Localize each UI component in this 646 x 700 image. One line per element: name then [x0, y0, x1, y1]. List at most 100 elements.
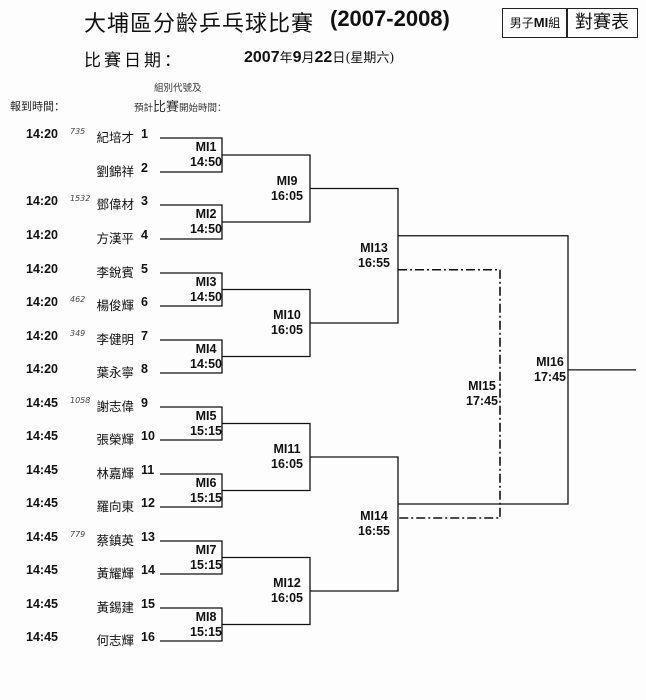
handwritten-note: 735 — [70, 127, 86, 136]
category-code: MI — [533, 15, 549, 30]
player-name: 李銳賓 — [96, 265, 134, 280]
player-seed: 12 — [141, 496, 155, 510]
match-time: 14:50 — [190, 155, 222, 169]
match-code: MI6 — [195, 475, 217, 490]
match-code: MI12 — [273, 576, 301, 590]
player-name: 謝志偉 — [96, 399, 134, 414]
player-seed: 6 — [141, 295, 148, 309]
player-name: 黃耀輝 — [96, 566, 134, 581]
match-time: 16:05 — [271, 591, 303, 605]
player-seed: 3 — [141, 194, 148, 208]
handwritten-note: 462 — [70, 295, 86, 304]
report-time: 14:45 — [26, 396, 58, 410]
player-seed: 15 — [141, 597, 155, 611]
player-name: 葉永寧 — [96, 365, 134, 380]
player-name: 楊俊輝 — [96, 298, 134, 313]
player-name: 羅向東 — [96, 499, 134, 514]
match-code: MI4 — [195, 341, 217, 356]
player-name: 林嘉輝 — [96, 466, 134, 481]
report-time-label: 報到時間： — [10, 100, 65, 113]
note-prefix: 預計 — [134, 103, 154, 114]
report-time: 14:45 — [26, 563, 58, 577]
player-name: 何志輝 — [96, 633, 134, 648]
player-seed: 16 — [141, 630, 155, 644]
player-name: 蔡鎮英 — [96, 533, 134, 548]
player-seed: 9 — [141, 396, 148, 410]
report-time: 14:20 — [26, 329, 58, 343]
report-time: 14:45 — [26, 597, 58, 611]
match-code: MI8 — [195, 609, 217, 624]
match-time: 15:15 — [190, 490, 222, 505]
report-time: 14:20 — [26, 295, 58, 309]
date-label: 比賽日期： — [84, 51, 184, 71]
match-code: MI16 — [536, 354, 564, 369]
date-year: 2007 — [244, 49, 280, 66]
report-time: 14:20 — [26, 127, 58, 141]
match-time: 14:50 — [190, 356, 222, 371]
match-code: MI14 — [360, 509, 388, 523]
match-time: 16:05 — [271, 457, 303, 471]
player-name: 方漢平 — [96, 231, 134, 246]
match-date: 2007年9月22日(星期六) — [244, 47, 395, 67]
report-time: 14:45 — [26, 463, 58, 477]
report-time: 14:20 — [26, 362, 58, 376]
match-code: MI1 — [195, 140, 217, 154]
player-seed: 14 — [141, 563, 155, 577]
handwritten-note: 779 — [70, 530, 86, 539]
match-code: MI11 — [273, 442, 301, 456]
note-group-code: 組別代號及 — [154, 83, 202, 94]
match-time: 14:50 — [190, 222, 222, 236]
match-time: 16:55 — [358, 255, 390, 270]
handwritten-note: 1532 — [70, 194, 91, 203]
player-seed: 5 — [141, 262, 148, 276]
player-seed: 1 — [141, 127, 148, 141]
date-year-unit: 年 — [279, 51, 293, 66]
date-month-unit: 月 — [301, 51, 315, 66]
player-name: 張榮輝 — [96, 432, 134, 447]
match-code: MI5 — [195, 408, 217, 423]
match-code: MI10 — [273, 308, 301, 322]
category-box: 男子MI組 — [502, 8, 568, 38]
date-weekday: (星期六) — [345, 51, 395, 66]
match-time: 15:15 — [190, 423, 222, 438]
page-title: 大埔區分齡乒乓球比賽 — [84, 12, 315, 37]
date-day: 22 — [314, 49, 333, 66]
match-time: 16:05 — [271, 323, 303, 337]
date-day-unit: 日 — [332, 51, 346, 66]
player-name: 紀培才 — [96, 130, 134, 145]
match-code: MI13 — [360, 240, 388, 255]
match-time: 17:45 — [534, 369, 566, 384]
player-seed: 8 — [141, 362, 148, 376]
player-seed: 7 — [141, 329, 148, 343]
match-code: MI7 — [195, 542, 217, 557]
match-time: 15:15 — [190, 557, 222, 572]
report-time: 14:20 — [26, 262, 58, 276]
date-month: 9 — [292, 49, 302, 66]
report-time: 14:20 — [26, 194, 58, 208]
report-time: 14:20 — [26, 228, 58, 242]
match-time: 15:15 — [190, 624, 222, 639]
title-year: (2007-2008) — [330, 6, 450, 31]
report-time: 14:45 — [26, 496, 58, 510]
match-code: MI3 — [195, 274, 217, 289]
match-time: 14:50 — [190, 289, 222, 304]
category-suffix: 組 — [548, 16, 561, 30]
note-big: 比賽 — [153, 100, 180, 115]
player-name: 李健明 — [96, 332, 134, 347]
report-time: 14:45 — [26, 429, 58, 443]
player-seed: 2 — [141, 161, 148, 175]
match-code: MI15 — [468, 378, 496, 393]
player-seed: 4 — [141, 228, 148, 242]
handwritten-note: 1058 — [70, 396, 91, 405]
